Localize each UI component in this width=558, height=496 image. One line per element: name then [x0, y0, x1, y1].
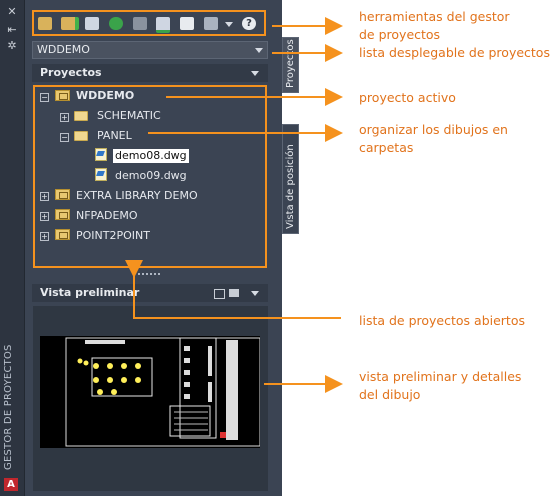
projects-section-title: Proyectos	[40, 66, 102, 79]
tab-vista-de-posicion[interactable]: Vista de posición	[282, 124, 299, 234]
expand-icon[interactable]: +	[40, 232, 49, 241]
drawing-file-icon	[95, 148, 107, 161]
tree-item-point2point[interactable]: POINT2POINT	[76, 229, 150, 242]
autocad-logo: A	[4, 478, 18, 491]
tab-proyectos[interactable]: Proyectos	[282, 37, 299, 93]
arrow-open-projects	[125, 260, 341, 319]
preview-section-title: Vista preliminar	[40, 286, 140, 299]
folder-icon	[74, 131, 88, 141]
callout-open-projects: lista de proyectos abiertos	[359, 313, 525, 328]
project-wide-update-icon[interactable]	[156, 17, 170, 33]
drawing-thumbnail	[65, 337, 261, 447]
chevron-down-icon[interactable]	[251, 291, 259, 296]
splitter-handle[interactable]	[138, 273, 160, 278]
palette-title-bar[interactable]: ✕ ⇤ ✲ GESTOR DE PROYECTOS A	[0, 0, 25, 496]
project-folder-icon	[55, 229, 70, 240]
preview-section-header[interactable]: Vista preliminar	[32, 284, 268, 302]
auto-hide-icon[interactable]: ⇤	[7, 23, 17, 36]
project-tree	[33, 85, 267, 268]
project-dropdown[interactable]: WDDEMO	[32, 41, 268, 59]
collapse-icon[interactable]: −	[40, 93, 49, 102]
expand-icon[interactable]: +	[40, 192, 49, 201]
help-icon[interactable]: ?	[242, 17, 256, 30]
drawing-preview	[40, 336, 261, 448]
callout-organize: organizar los dibujos en carpetas	[359, 122, 508, 155]
tree-item-nfpademo[interactable]: NFPADEMO	[76, 209, 138, 222]
tree-item-panel[interactable]: PANEL	[97, 129, 132, 142]
expand-icon[interactable]: +	[40, 212, 49, 221]
refresh-icon[interactable]	[109, 17, 123, 30]
chevron-down-icon[interactable]	[255, 48, 263, 53]
tree-item-demo08[interactable]: demo08.dwg	[113, 149, 189, 163]
collapse-icon[interactable]: −	[60, 133, 69, 142]
project-manager-palette: ✕ ⇤ ✲ GESTOR DE PROYECTOS A ? WDDEMO Pro…	[0, 0, 282, 496]
tree-item-demo09[interactable]: demo09.dwg	[115, 169, 187, 182]
report-icon[interactable]	[180, 17, 194, 30]
callout-toolbar: herramientas del gestor de proyectos	[359, 9, 510, 42]
plot-icon[interactable]	[204, 17, 218, 30]
task-list-icon[interactable]	[133, 17, 147, 30]
preview-view-icon[interactable]	[229, 289, 239, 297]
open-project-icon[interactable]	[38, 17, 52, 30]
chevron-down-icon[interactable]	[251, 71, 259, 76]
project-folder-icon	[55, 189, 70, 200]
project-manager-toolbar: ?	[32, 10, 266, 36]
close-icon[interactable]: ✕	[7, 5, 17, 18]
project-dropdown-value: WDDEMO	[37, 43, 90, 56]
callout-dropdown: lista desplegable de proyectos	[359, 45, 550, 60]
tree-item-schematic[interactable]: SCHEMATIC	[97, 109, 161, 122]
callout-active-project: proyecto activo	[359, 90, 456, 105]
tree-item-wddemo[interactable]: WDDEMO	[76, 89, 135, 102]
drawing-file-icon	[95, 168, 107, 181]
project-properties-icon[interactable]	[85, 17, 99, 30]
callout-preview: vista preliminar y detalles del dibujo	[359, 369, 522, 402]
new-project-icon[interactable]	[61, 17, 79, 30]
project-folder-icon	[55, 209, 70, 220]
details-view-icon[interactable]	[214, 289, 225, 299]
properties-icon[interactable]: ✲	[7, 39, 17, 52]
project-folder-icon	[55, 90, 70, 101]
expand-icon[interactable]: +	[60, 113, 69, 122]
tree-item-extra-library-demo[interactable]: EXTRA LIBRARY DEMO	[76, 189, 198, 202]
plot-dropdown-icon[interactable]	[225, 22, 233, 27]
projects-section-header[interactable]: Proyectos	[32, 64, 268, 82]
folder-icon	[74, 111, 88, 121]
